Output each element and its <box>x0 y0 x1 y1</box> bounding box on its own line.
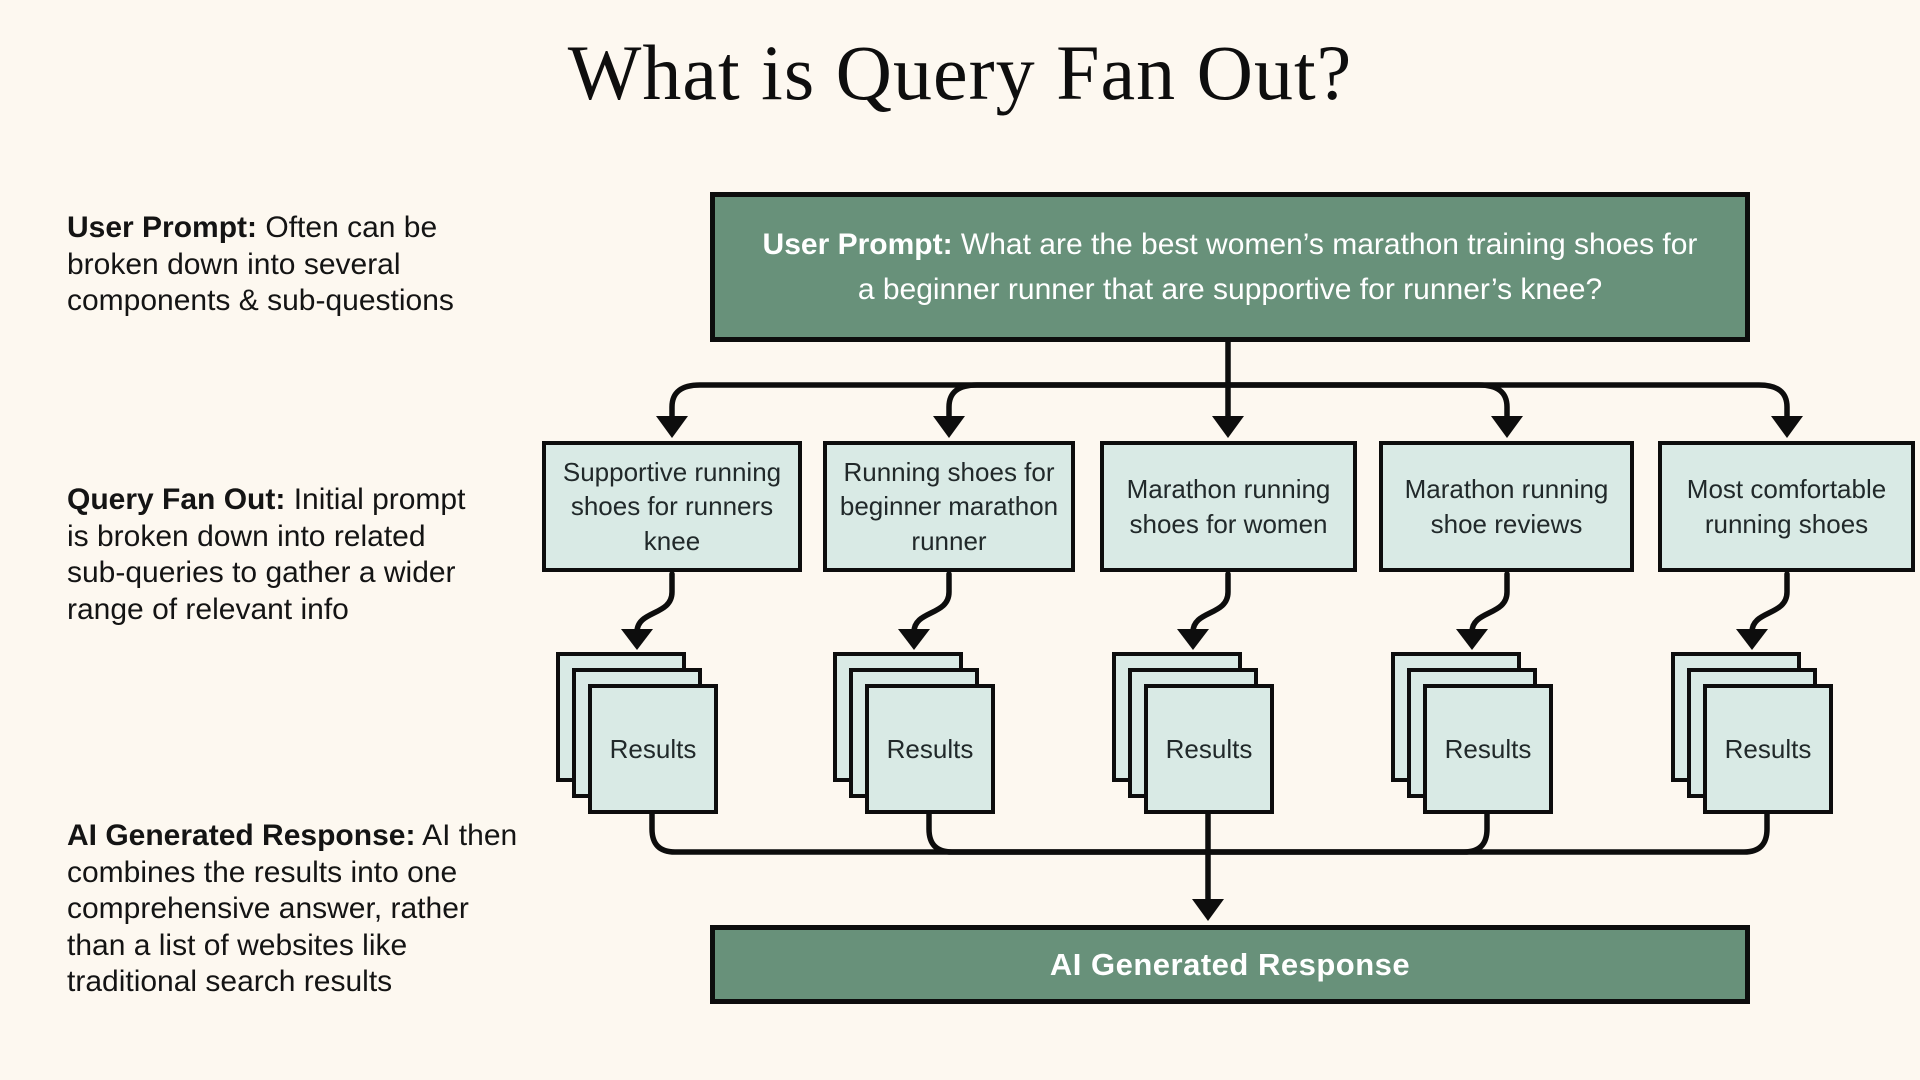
note-query-fan-out-lead: Query Fan Out: <box>67 483 286 516</box>
sub-query-box-2: Running shoes for beginner marathon runn… <box>823 441 1075 572</box>
results-stack-3: Results <box>1112 652 1274 814</box>
arrowhead-stack-5 <box>1736 629 1768 650</box>
scurve-2 <box>911 571 952 635</box>
scurve-3 <box>1190 571 1231 635</box>
scurve-1 <box>634 571 675 635</box>
arrowhead-stack-3 <box>1177 629 1209 650</box>
arrowhead-fanout-1 <box>656 416 688 438</box>
note-user-prompt-lead: User Prompt: <box>67 211 258 244</box>
arrowhead-fanout-5 <box>1771 416 1803 438</box>
results-card-front: Results <box>1703 684 1833 814</box>
ai-response-box: AI Generated Response <box>710 925 1750 1004</box>
user-prompt-box: User Prompt: What are the best women’s m… <box>710 192 1750 342</box>
results-card-front: Results <box>588 684 718 814</box>
sub-query-box-1: Supportive running shoes for runners kne… <box>542 441 802 572</box>
arrowhead-stack-1 <box>621 629 653 650</box>
note-query-fan-out: Query Fan Out: Initial prompt is broken … <box>67 482 482 628</box>
arrowhead-fanout-3 <box>1212 416 1244 438</box>
arrowhead-stack-2 <box>898 629 930 650</box>
converge-2 <box>926 811 1211 855</box>
arrowhead-response <box>1192 899 1224 921</box>
note-ai-response-lead: AI Generated Response: <box>67 819 416 852</box>
results-stack-2: Results <box>833 652 995 814</box>
converge-1 <box>649 811 1211 855</box>
results-stack-5: Results <box>1671 652 1833 814</box>
arrowhead-stack-4 <box>1456 629 1488 650</box>
results-card-front: Results <box>1144 684 1274 814</box>
note-ai-response: AI Generated Response: AI then combines … <box>67 818 519 1001</box>
converge-5 <box>1205 811 1770 855</box>
note-query-fan-out-body: Initial prompt is broken down into relat… <box>67 483 466 626</box>
note-user-prompt-body: Often can be broken down into several co… <box>67 211 454 318</box>
sub-query-box-4: Marathon running shoe reviews <box>1379 441 1634 572</box>
results-card-front: Results <box>1423 684 1553 814</box>
results-stack-1: Results <box>556 652 718 814</box>
arrowhead-fanout-2 <box>933 416 965 438</box>
fanout-branch-1 <box>669 382 1231 422</box>
arrowhead-fanout-4 <box>1491 416 1523 438</box>
note-ai-response-body: AI then combines the results into one co… <box>67 819 518 999</box>
sub-query-box-3: Marathon running shoes for women <box>1100 441 1357 572</box>
results-card-front: Results <box>865 684 995 814</box>
converge-4 <box>1205 811 1490 855</box>
user-prompt-text: User Prompt: What are the best women’s m… <box>751 222 1709 312</box>
fanout-branch-5 <box>1225 382 1790 422</box>
fanout-branch-2 <box>946 382 1231 422</box>
scurve-4 <box>1469 571 1510 635</box>
scurve-5 <box>1749 571 1790 635</box>
note-user-prompt: User Prompt: Often can be broken down in… <box>67 210 482 320</box>
page-title: What is Query Fan Out? <box>567 29 1353 116</box>
results-stack-4: Results <box>1391 652 1553 814</box>
sub-query-box-5: Most comfortable running shoes <box>1658 441 1915 572</box>
user-prompt-body: What are the best women’s marathon train… <box>857 228 1698 306</box>
fanout-branch-4 <box>1225 382 1510 422</box>
user-prompt-lead: User Prompt: <box>762 228 953 261</box>
